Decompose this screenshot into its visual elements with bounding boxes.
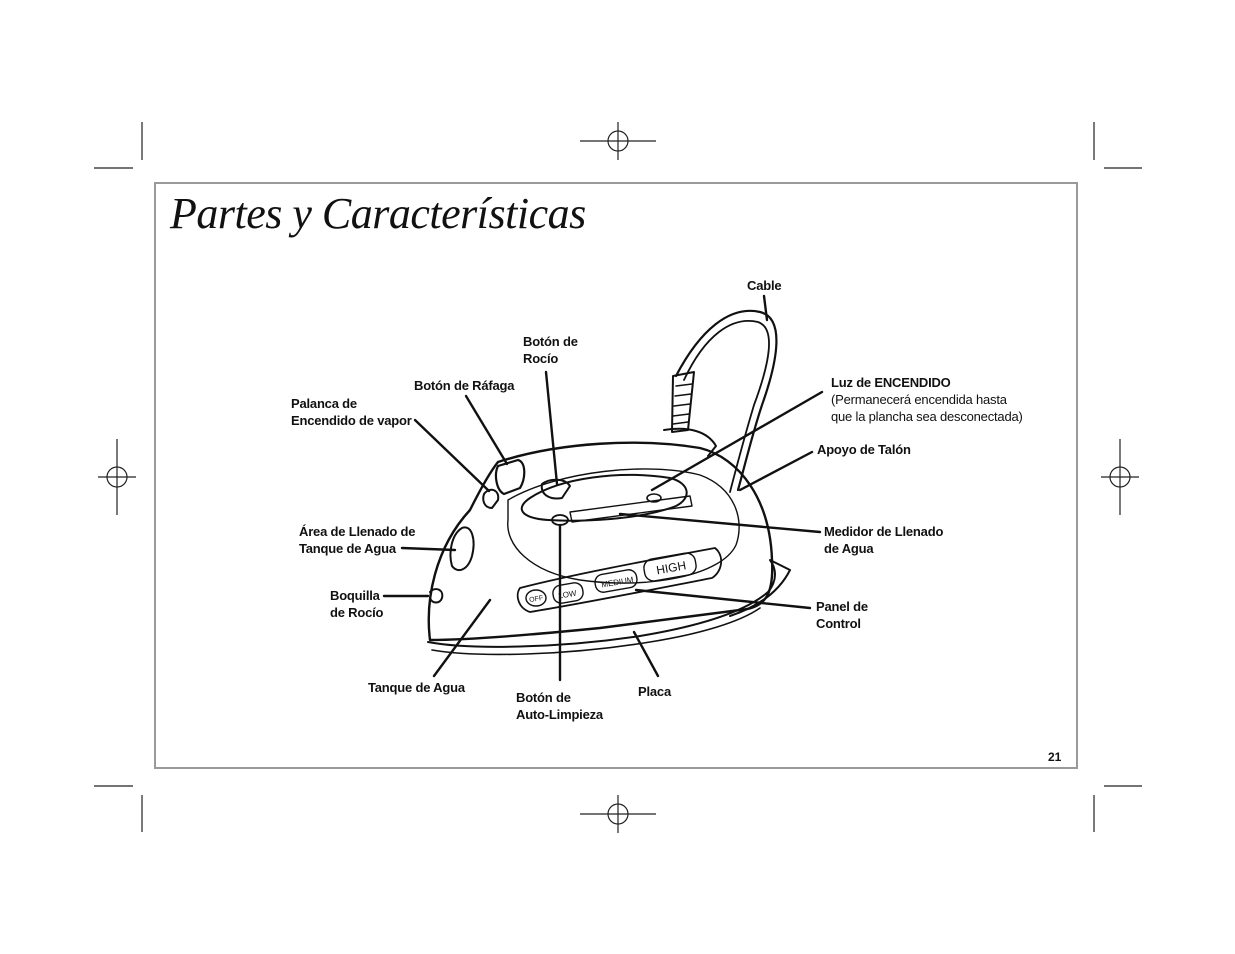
- panel-high-text: HIGH: [655, 558, 687, 577]
- label-water-tank: Tanque de Agua: [368, 680, 465, 695]
- registration-mark-left: [98, 439, 136, 515]
- leader-control-panel: [634, 588, 812, 610]
- leader-soleplate: [632, 630, 660, 678]
- registration-mark-top: [580, 122, 656, 160]
- leader-heel-rest: [738, 450, 814, 492]
- label-fill-gauge: Medidor de Llenado de Agua: [824, 524, 944, 556]
- page-number: 21: [1048, 750, 1062, 764]
- label-heel-rest: Apoyo de Talón: [817, 442, 911, 457]
- label-soleplate: Placa: [638, 684, 671, 699]
- label-fill-area: Área de Llenado de Tanque de Agua: [299, 524, 416, 556]
- label-power-light: Luz de ENCENDIDO (Permanecerá encendida …: [831, 375, 1023, 424]
- registration-mark-right: [1101, 439, 1139, 515]
- leader-spray-button: [544, 370, 559, 486]
- leader-cable: [762, 294, 769, 322]
- panel-low-text: LOW: [558, 589, 578, 601]
- leader-power-light: [650, 390, 824, 492]
- label-steam-lever: Palanca de Encendido de vapor: [291, 396, 412, 428]
- label-cable: Cable: [747, 278, 782, 293]
- page-title: Partes y Características: [170, 189, 586, 238]
- label-spray-nozzle: Boquilla de Rocío: [330, 588, 384, 620]
- label-control-panel: Panel de Control: [816, 599, 868, 631]
- label-burst-button: Botón de Ráfaga: [414, 378, 515, 393]
- leader-steam-lever: [413, 418, 491, 493]
- leader-fill-area: [400, 546, 457, 552]
- panel-off-text: OFF: [529, 595, 544, 604]
- leader-water-tank: [432, 598, 492, 678]
- page-frame: [154, 182, 1078, 769]
- registration-mark-bottom: [580, 795, 656, 833]
- leader-fill-gauge: [618, 512, 822, 534]
- label-spray-button: Botón de Rocío: [523, 334, 578, 366]
- leader-burst-button: [464, 394, 509, 466]
- label-self-clean: Botón de Auto-Limpieza: [516, 690, 603, 722]
